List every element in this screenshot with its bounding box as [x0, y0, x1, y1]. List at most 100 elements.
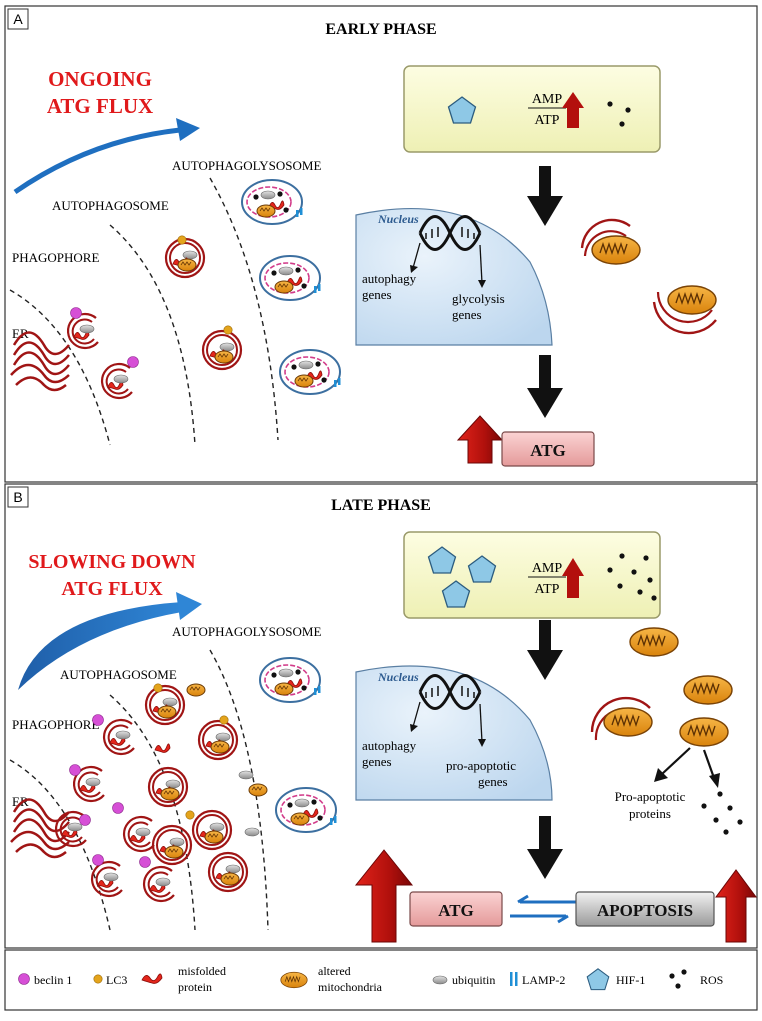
- panel-b-nucleus: [355, 665, 553, 801]
- mitochondrion-icon: [679, 717, 729, 747]
- ros-icon: [619, 121, 625, 127]
- ros-icon: [723, 829, 729, 835]
- panel-a-tag: A: [13, 11, 23, 27]
- legend-lamp-icon: [510, 972, 513, 986]
- legend-ros-label: ROS: [700, 973, 723, 987]
- legend-beclin-icon: [18, 973, 30, 985]
- down-arrow-shaft: [539, 620, 551, 650]
- panel-a-signal-box: [403, 65, 661, 153]
- down-arrow-shaft: [539, 355, 551, 388]
- legend-ros-icon: [669, 973, 675, 979]
- down-arrow-head: [527, 849, 563, 879]
- lc3-icon: [177, 235, 187, 245]
- mitochondrion-icon: [629, 627, 679, 657]
- ros-icon: [625, 107, 631, 113]
- panel-b-flux-line2: ATG FLUX: [61, 578, 163, 600]
- legend-lamp-label: LAMP-2: [522, 973, 565, 987]
- mitochondrion-icon: [603, 707, 653, 737]
- legend-mito-line2: mitochondria: [318, 980, 383, 994]
- panel-b-gene2-line2: genes: [478, 774, 508, 789]
- mito-arrowhead: [709, 773, 720, 788]
- ros-icon: [643, 555, 649, 561]
- panel-b-stage-er: ER: [12, 794, 29, 809]
- panel-b-atg-box: [409, 891, 503, 927]
- panel-b-gene1-line2: genes: [362, 754, 392, 769]
- autophagolysosome-icon: [242, 180, 303, 224]
- ros-icon: [717, 791, 723, 797]
- membrane-arc: [583, 230, 627, 257]
- mito-arrow: [661, 747, 691, 775]
- autophagosome-icon: [209, 853, 247, 891]
- gene-arrow: [479, 703, 483, 743]
- autophagosome-icon: [203, 331, 241, 369]
- legend-ros-icon: [675, 983, 681, 989]
- panel-a-nucleus-label: Nucleus: [377, 212, 419, 226]
- atg-up-arrow-large: [354, 849, 414, 943]
- autophagosome-icon: [199, 721, 237, 759]
- ros-icon: [617, 583, 623, 589]
- lc3-icon: [185, 810, 195, 820]
- legend-misfolded-line2: protein: [178, 980, 212, 994]
- ratio-up-arrowhead: [562, 558, 584, 576]
- panel-a-flux-line2: ATG FLUX: [47, 94, 153, 118]
- ros-icon: [651, 595, 657, 601]
- panel-a-stage-er: ER: [12, 326, 29, 341]
- ros-icon: [727, 805, 733, 811]
- flux-arrowhead-ongoing: [176, 118, 200, 141]
- equilibrium-arrowhead-left: [517, 894, 529, 904]
- legend-mitochondria-icon: [280, 971, 308, 989]
- panel-b-stage-autophagosome: AUTOPHAGOSOME: [60, 667, 177, 682]
- panel-a-stage-phagophore: PHAGOPHORE: [12, 250, 99, 265]
- down-arrow-head: [527, 388, 563, 418]
- autophagosome-icon: [153, 826, 191, 864]
- panel-a-stage-autophagolysosome: AUTOPHAGOLYSOSOME: [172, 158, 321, 173]
- gene-arrow: [412, 701, 421, 728]
- legend-beclin-label: beclin 1: [34, 973, 72, 987]
- mitochondrion-icon: [186, 683, 206, 697]
- panel-a-nucleus: [355, 207, 553, 346]
- beclin-icon: [70, 307, 82, 319]
- gene-arrow: [479, 244, 483, 284]
- apoptosis-up-arrow: [715, 869, 757, 943]
- mitochondrion-icon: [591, 235, 641, 265]
- panel-a-atg-label: ATG: [530, 441, 566, 460]
- lc3-icon: [153, 683, 163, 693]
- beclin-icon: [127, 356, 139, 368]
- panel-b: B LATE PHASE SLOWING DOWN ATG FLUX AUTOP…: [4, 483, 758, 949]
- mitochondrion-icon: [683, 675, 733, 705]
- atg-up-arrow: [456, 415, 504, 464]
- beclin-icon: [112, 802, 124, 814]
- equilibrium-arrowhead-right: [557, 914, 569, 924]
- legend: beclin 1 LC3 misfolded protein altered m…: [4, 949, 758, 1011]
- legend-ubiquitin-label: ubiquitin: [452, 973, 495, 987]
- autophagolysosome-icon: [276, 788, 337, 832]
- panel-a-gene2-line1: glycolysis: [452, 291, 505, 306]
- panel-b-ratio-bottom: ATP: [535, 582, 560, 597]
- flux-arrowhead-slowing: [176, 592, 202, 620]
- down-arrow-shaft: [539, 816, 551, 849]
- ros-icon: [637, 589, 643, 595]
- down-arrow-head: [527, 196, 563, 226]
- ubiquitin-icon: [238, 770, 254, 780]
- beclin-icon: [92, 854, 104, 866]
- legend-ros-icon: [681, 969, 687, 975]
- panel-a-ratio-bottom: ATP: [535, 113, 560, 128]
- legend-ubiquitin-icon: [432, 975, 448, 985]
- flux-arrow-ongoing: [13, 127, 181, 195]
- legend-lc3-icon: [93, 974, 103, 984]
- panel-a-title: EARLY PHASE: [325, 21, 436, 38]
- autophagosome-icon: [146, 686, 184, 724]
- panel-b-nucleus-label: Nucleus: [377, 670, 419, 684]
- autophagosome-icon: [166, 239, 204, 277]
- membrane-arc: [580, 218, 631, 249]
- ratio-up-arrow: [567, 576, 579, 598]
- panel-a-gene2-line2: genes: [452, 307, 482, 322]
- panel-b-ratio-top: AMP: [532, 561, 563, 576]
- gene-arrow: [412, 242, 421, 269]
- legend-hif-label: HIF-1: [616, 973, 645, 987]
- panel-b-tag: B: [13, 489, 22, 505]
- panel-a-flux-line1: ONGOING: [48, 67, 152, 91]
- ros-icon: [619, 553, 625, 559]
- ros-icon: [701, 803, 707, 809]
- mitochondrion-icon: [248, 783, 268, 797]
